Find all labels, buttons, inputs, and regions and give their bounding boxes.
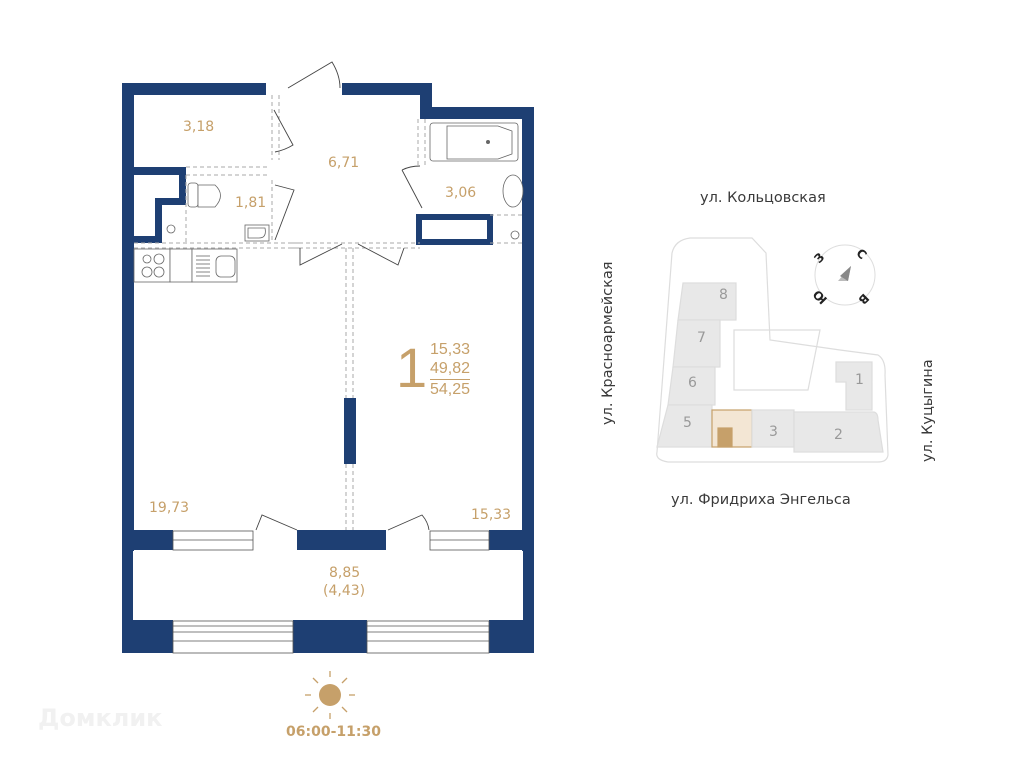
total-area: 54,25 <box>430 379 471 398</box>
street-north: ул. Кольцовская <box>700 190 826 206</box>
room-area-toilet: 1,81 <box>235 195 267 211</box>
building-label-6: 6 <box>688 375 697 391</box>
partitions <box>134 95 522 530</box>
room-area-hallway: 6,71 <box>328 155 360 171</box>
compass-icon <box>814 244 876 306</box>
room-area-kitchen-living: 19,73 <box>149 500 190 516</box>
street-east: ул. Куцыгина <box>920 359 936 462</box>
building-2 <box>793 411 884 453</box>
insolation-time: 06:00-11:30 <box>286 724 381 740</box>
walls <box>122 83 534 653</box>
building-label-5: 5 <box>683 415 692 431</box>
area-without-balcony: 49,82 <box>430 360 471 377</box>
toilet-icon <box>187 182 199 208</box>
room-area-balcony-reduced: (4,43) <box>323 583 366 599</box>
living-area: 15,33 <box>430 341 471 358</box>
street-south: ул. Фридриха Энгельса <box>671 492 851 508</box>
area-summary: 15,33 49,82 54,25 <box>430 340 471 399</box>
doors <box>255 61 430 531</box>
room-area-bedroom: 15,33 <box>471 507 512 523</box>
building-1 <box>835 361 873 411</box>
building-label-2: 2 <box>834 427 843 443</box>
site-map <box>656 237 889 463</box>
street-west: ул. Красноармейская <box>600 261 616 426</box>
room-area-storage: 3,18 <box>183 119 215 135</box>
building-8 <box>677 282 737 321</box>
building-label-1: 1 <box>855 372 864 388</box>
building-label-7: 7 <box>697 330 706 346</box>
building-6 <box>667 366 716 406</box>
rooms-count: 1 <box>396 336 428 399</box>
sink-icon <box>502 174 524 208</box>
stove-icon <box>133 248 171 283</box>
building-label-3: 3 <box>769 424 778 440</box>
room-area-balcony: 8,85 <box>329 565 361 581</box>
building-7 <box>672 319 721 368</box>
windows <box>172 530 490 654</box>
watermark: Домклик <box>38 704 163 732</box>
fixtures <box>133 122 524 283</box>
building-label-8: 8 <box>719 287 728 303</box>
room-area-bathroom: 3,06 <box>445 185 477 201</box>
sun-icon <box>305 671 355 719</box>
